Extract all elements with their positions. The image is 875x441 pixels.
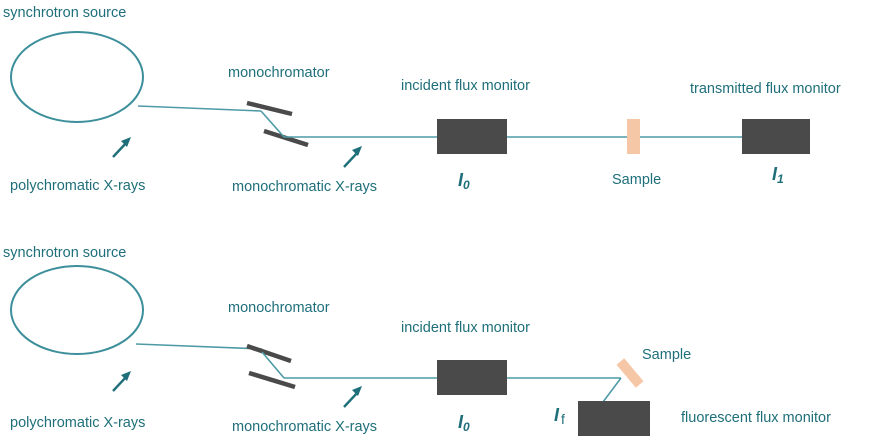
sample-transmission: [627, 119, 640, 154]
polychromatic-label-2: polychromatic X-rays: [10, 415, 145, 431]
monochromator-crystal-2: [263, 128, 309, 148]
monochromatic-label: monochromatic X-rays: [232, 179, 377, 195]
monochromatic-arrow-2: [343, 386, 362, 408]
polychromatic-arrow: [112, 137, 131, 158]
fluorescence-beam: [602, 377, 622, 403]
polychromatic-arrow-2: [112, 371, 131, 392]
transmitted-flux-monitor-label: transmitted flux monitor: [690, 81, 841, 97]
transmitted-flux-detector: [742, 119, 810, 154]
synchrotron-ring-2: [10, 265, 144, 355]
i0-symbol-2: I0: [458, 412, 470, 434]
incident-flux-detector-2: [437, 360, 507, 395]
polychromatic-label: polychromatic X-rays: [10, 178, 145, 194]
crystal-reflection-beam-2: [261, 351, 285, 379]
sample-fluorescence: [616, 358, 644, 388]
incident-flux-monitor-label: incident flux monitor: [401, 78, 530, 94]
sample-label: Sample: [612, 172, 661, 188]
polychromatic-beam-2: [135, 343, 263, 350]
synchrotron-source-label: synchrotron source: [3, 5, 126, 21]
fluorescence-setup: synchrotron source monochromator polychr…: [3, 245, 831, 436]
i0-symbol: I0: [458, 170, 470, 192]
incident-flux-monitor-label-2: incident flux monitor: [401, 320, 530, 336]
crystal-reflection-beam: [260, 110, 285, 138]
monochromator-crystal-1b: [246, 343, 292, 364]
monochromator-crystal-1: [246, 100, 293, 117]
sample-label-2: Sample: [642, 347, 691, 363]
synchrotron-ring: [10, 31, 144, 123]
i1-symbol: I1: [772, 164, 784, 186]
monochromator-label: monochromator: [228, 65, 330, 81]
fluorescent-flux-detector: [578, 401, 650, 436]
transmission-setup: synchrotron source monochromator polychr…: [3, 5, 841, 195]
polychromatic-beam: [137, 105, 262, 112]
monochromator-crystal-2b: [248, 370, 296, 390]
fluorescent-flux-monitor-label: fluorescent flux monitor: [681, 410, 831, 426]
incident-flux-detector: [437, 119, 507, 154]
monochromatic-arrow: [343, 146, 362, 168]
monochromator-label-2: monochromator: [228, 300, 330, 316]
synchrotron-source-label-2: synchrotron source: [3, 245, 126, 261]
monochromatic-label-2: monochromatic X-rays: [232, 419, 377, 435]
